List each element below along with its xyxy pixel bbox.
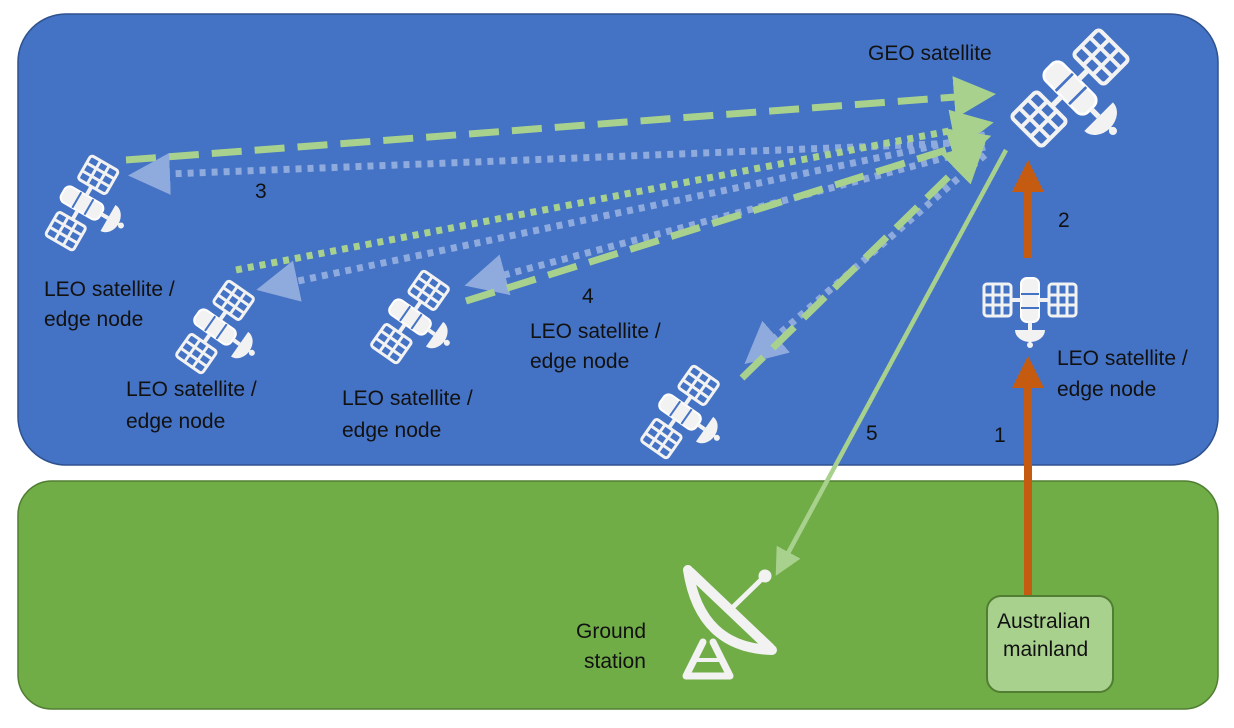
link-4-uplink: [464, 128, 992, 305]
link-5-downlink: [775, 148, 1008, 576]
leo-5-label-line1: LEO satellite /: [1057, 347, 1188, 370]
leo-4-label-line2: edge node: [530, 350, 629, 373]
satellite-dish-icon: [682, 565, 777, 680]
leo-2-label-line1: LEO satellite /: [126, 378, 257, 401]
mainland-label-line1: Australian: [997, 610, 1090, 633]
step-2-label: 2: [1058, 209, 1070, 232]
links: [125, 76, 1044, 596]
link-3-uplink: [125, 76, 996, 164]
leo-3-label-line2: edge node: [342, 419, 441, 442]
leo-1-label-line1: LEO satellite /: [44, 278, 175, 301]
ground-region: [17, 480, 1219, 710]
step-1-label: 1: [994, 424, 1006, 447]
leo-5-label-line2: edge node: [1057, 378, 1156, 401]
leo-1-label-line2: edge node: [44, 308, 143, 331]
mainland-label-line2: mainland: [1003, 638, 1088, 661]
link-leo4-uplink: [739, 140, 987, 381]
ground-station-label-line1: Ground: [576, 620, 646, 643]
step-4-label: 4: [582, 285, 594, 308]
leo-4-label-line1: LEO satellite /: [530, 320, 661, 343]
link-leo2-downlink: [256, 131, 986, 302]
leo-3-label-line1: LEO satellite /: [342, 387, 473, 410]
mainland-box: [986, 595, 1114, 693]
link-leo4-downlink: [744, 152, 988, 365]
step-5-label: 5: [866, 422, 878, 445]
leo-2-label-line2: edge node: [126, 410, 225, 433]
link-3-downlink: [128, 138, 986, 195]
link-leo3-downlink: [464, 143, 986, 296]
ground-station-label-line2: station: [584, 650, 646, 673]
step-3-label: 3: [255, 180, 267, 203]
geo-label: GEO satellite: [868, 42, 992, 65]
space-region: [17, 13, 1219, 466]
